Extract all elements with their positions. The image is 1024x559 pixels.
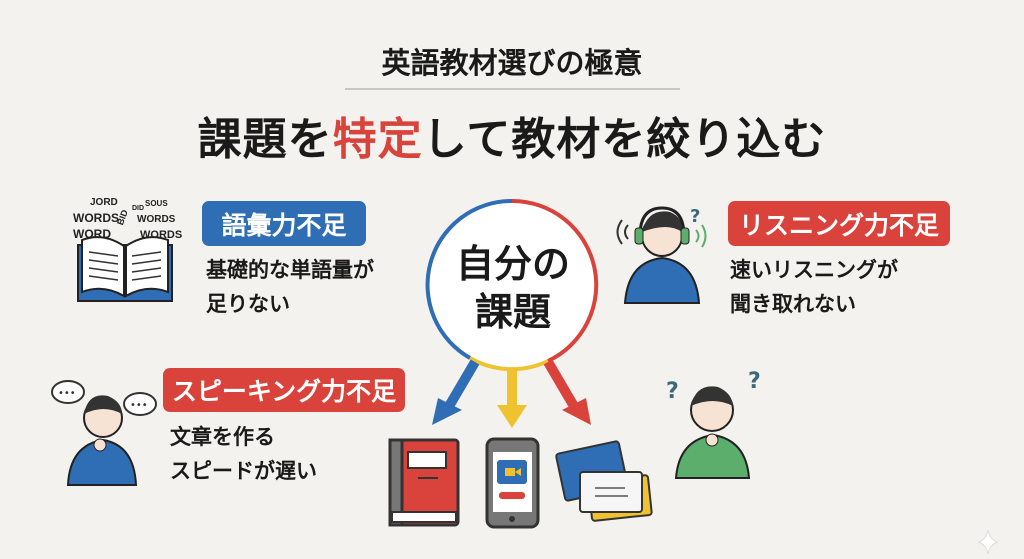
smartphone-app-icon bbox=[485, 437, 540, 529]
issue-desc-vocabulary: 基礎的な単語量が 足りない bbox=[206, 253, 374, 321]
page-title: 課題を特定して教材を絞り込む bbox=[0, 103, 1024, 167]
svg-text:?: ? bbox=[748, 369, 761, 394]
title-highlight: 特定 bbox=[332, 114, 423, 165]
confused-person-icon: ? ? bbox=[666, 369, 761, 479]
issue-badge-listening: リスニング力不足 bbox=[728, 201, 950, 246]
desc-line: 聞き取れない bbox=[730, 292, 856, 316]
center-line2: 課題 bbox=[474, 290, 551, 334]
svg-text:•••: ••• bbox=[130, 400, 148, 411]
book-word: SOUS bbox=[145, 199, 168, 208]
flashcards-icon bbox=[555, 440, 653, 522]
thinking-speaker-icon: ••• ••• bbox=[51, 380, 157, 486]
desc-line: 文章を作る bbox=[170, 425, 275, 449]
desc-line: 足りない bbox=[206, 292, 290, 316]
desc-line: 速いリスニングが bbox=[730, 258, 898, 282]
subtitle-underline bbox=[345, 88, 680, 90]
desc-line: スピードが遅い bbox=[170, 459, 317, 483]
arrow-red bbox=[543, 359, 591, 425]
center-line1: 自分の bbox=[455, 242, 570, 286]
book-word: WORDS bbox=[73, 211, 119, 225]
arrow-blue bbox=[432, 359, 480, 425]
issue-desc-listening: 速いリスニングが 聞き取れない bbox=[730, 253, 898, 321]
issue-desc-speaking: 文章を作る スピードが遅い bbox=[170, 420, 317, 488]
title-part1: 課題を bbox=[197, 114, 333, 165]
book-word: WORD bbox=[73, 227, 111, 241]
book-word: WORDS bbox=[137, 214, 176, 225]
issue-badge-speaking: スピーキング力不足 bbox=[163, 368, 405, 412]
listening-person-icon: ? bbox=[616, 206, 707, 304]
svg-text:•••: ••• bbox=[58, 388, 76, 399]
desc-line: 基礎的な単語量が bbox=[206, 258, 374, 282]
textbook-icon bbox=[388, 438, 460, 527]
subtitle: 英語教材選びの極意 bbox=[381, 46, 643, 80]
arrow-yellow bbox=[497, 368, 527, 428]
book-word: JORD bbox=[90, 197, 118, 208]
sparkle-icon bbox=[977, 529, 999, 555]
title-part2: して教材を絞り込む bbox=[422, 114, 827, 165]
center-label: 自分の 課題 bbox=[428, 240, 598, 336]
book-word: WORDS bbox=[140, 229, 182, 241]
svg-text:?: ? bbox=[666, 379, 679, 404]
center-circle bbox=[425, 198, 599, 372]
svg-text:?: ? bbox=[690, 206, 700, 227]
open-book-icon: JORD WORDS WORD BID DID SOUS WORDS WORDS bbox=[73, 197, 182, 302]
issue-badge-vocabulary: 語彙力不足 bbox=[202, 201, 366, 246]
book-word: DID bbox=[132, 205, 144, 212]
